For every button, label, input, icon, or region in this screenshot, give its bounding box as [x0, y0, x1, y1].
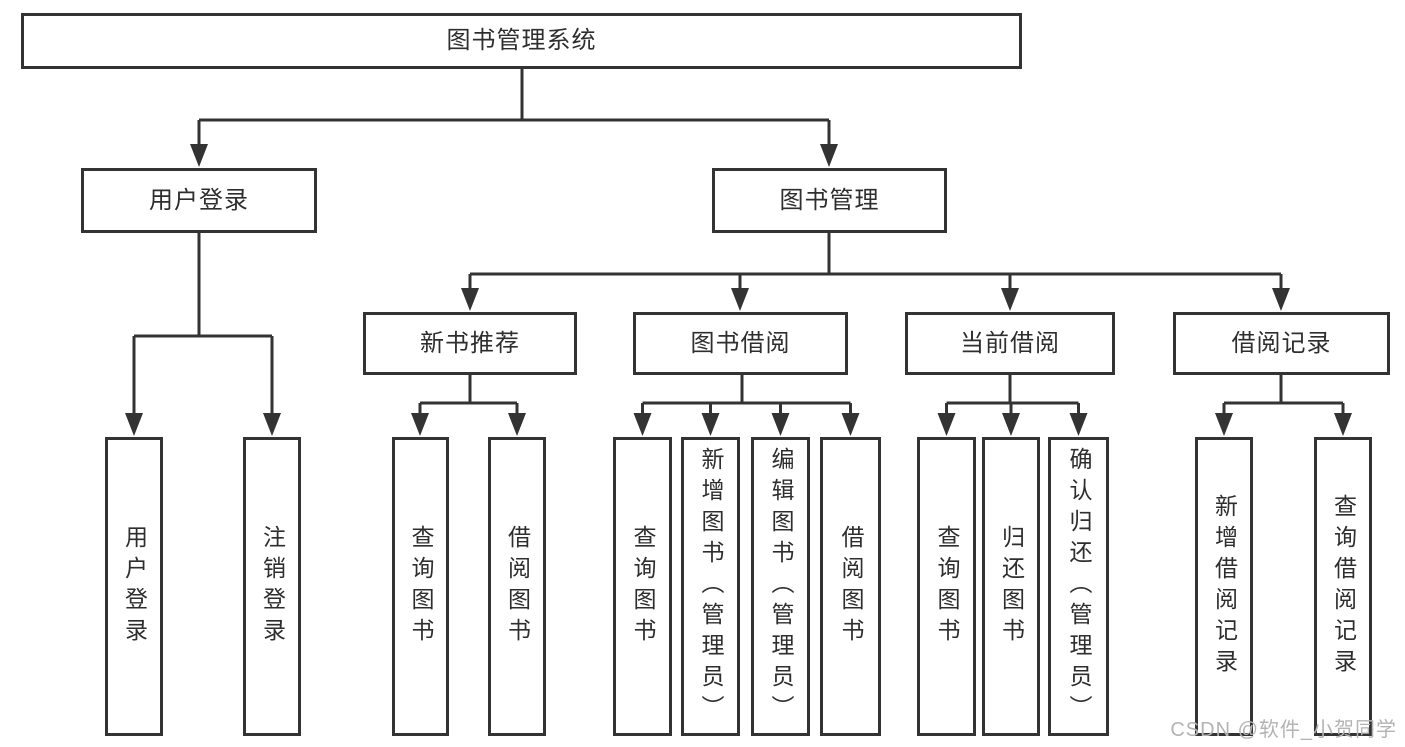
node-borrowing-records: 借阅记录 — [1173, 312, 1390, 375]
node-user-login: 用户登录 — [81, 168, 317, 233]
node-leaf-query-books-1: 查询图书 — [392, 437, 449, 736]
leaf-label: 借阅图书 — [838, 524, 864, 649]
leaf-label: 查询借阅记录 — [1330, 493, 1357, 680]
leaf-label: 用户登录 — [121, 524, 148, 649]
leaf-label: 新增图书（管理员） — [698, 447, 724, 726]
node-leaf-edit-books-admin: 编辑图书（管理员） — [751, 437, 810, 736]
node-leaf-add-books-admin: 新增图书（管理员） — [681, 437, 740, 736]
leaf-label: 查询图书 — [408, 524, 434, 649]
node-leaf-query-borrow-record: 查询借阅记录 — [1314, 437, 1372, 736]
leaf-label: 查询图书 — [934, 524, 960, 649]
leaf-label: 新增借阅记录 — [1211, 493, 1238, 680]
csdn-watermark: CSDN @软件_小贺同学 — [1170, 719, 1397, 741]
leaf-label: 借阅图书 — [504, 524, 531, 649]
leaf-label: 注销登录 — [259, 524, 286, 649]
node-book-borrowing: 图书借阅 — [633, 312, 848, 375]
node-current-borrowing: 当前借阅 — [905, 312, 1115, 375]
leaf-label: 编辑图书（管理员） — [768, 447, 794, 726]
node-leaf-add-borrow-record: 新增借阅记录 — [1195, 437, 1253, 736]
node-leaf-user-login: 用户登录 — [105, 437, 163, 736]
node-leaf-logout: 注销登录 — [243, 437, 301, 736]
node-library-management-system: 图书管理系统 — [21, 13, 1022, 69]
node-leaf-return-books: 归还图书 — [982, 437, 1040, 736]
node-book-management: 图书管理 — [712, 168, 947, 233]
node-new-book-recommend: 新书推荐 — [363, 312, 577, 375]
node-leaf-query-books-2: 查询图书 — [613, 437, 672, 736]
leaf-label: 归还图书 — [998, 524, 1025, 649]
leaf-label: 确认归还（管理员） — [1066, 447, 1092, 726]
node-leaf-confirm-return-admin: 确认归还（管理员） — [1048, 437, 1109, 736]
node-leaf-borrow-books-1: 借阅图书 — [488, 437, 546, 736]
node-leaf-query-books-3: 查询图书 — [917, 437, 976, 736]
leaf-label: 查询图书 — [630, 524, 656, 649]
node-leaf-borrow-books-2: 借阅图书 — [820, 437, 881, 736]
